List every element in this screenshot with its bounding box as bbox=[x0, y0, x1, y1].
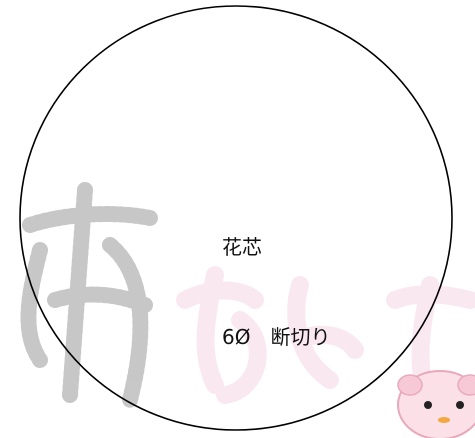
label-line-2: 6Ø 断切り bbox=[222, 325, 331, 349]
watermark-gray-glyph bbox=[20, 182, 158, 408]
mascot-icon bbox=[397, 370, 475, 438]
label-line-1: 花芯 bbox=[222, 235, 262, 259]
center-label: 花芯 6Ø 断切り bbox=[222, 172, 330, 412]
circle-outline bbox=[19, 5, 453, 431]
